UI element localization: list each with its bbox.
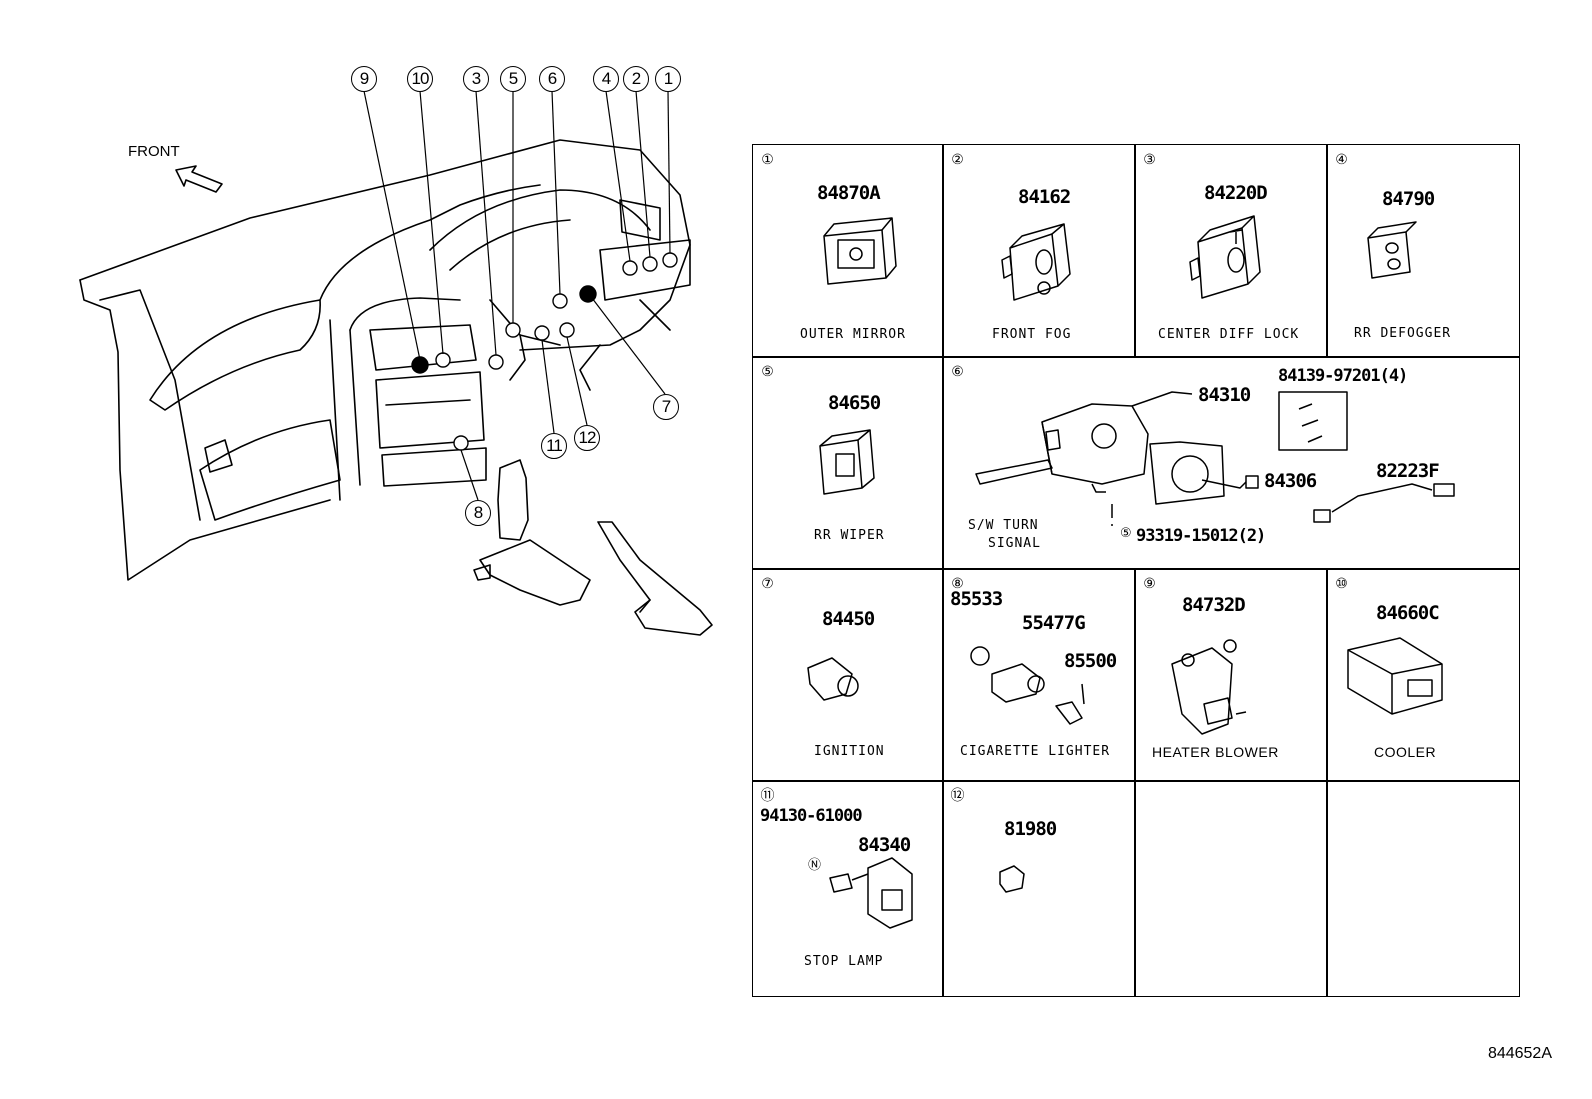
callout-9: 9 (351, 66, 377, 92)
part-number: 85533 (950, 588, 1003, 610)
cell-number-2: ② (946, 148, 968, 170)
cell-outer-mirror (752, 144, 944, 358)
cell-heater-blower (1134, 568, 1328, 782)
callout-7: 7 (653, 394, 679, 420)
part-number: 84162 (1018, 186, 1071, 208)
cell-stop-lamp (752, 780, 944, 997)
part-number: 55477G (1022, 612, 1086, 634)
part-number: 94130-61000 (760, 806, 863, 826)
caption: RR DEFOGGER (1354, 326, 1452, 341)
part-number: 84660C (1376, 602, 1440, 624)
part-number: 81980 (1004, 818, 1057, 840)
cell-number-4: ④ (1330, 148, 1352, 170)
caption: COOLER (1374, 744, 1437, 760)
front-fog-switch-icon (1001, 223, 1071, 301)
marker-n: Ⓝ (808, 858, 822, 873)
parts-illustrations (807, 215, 1455, 929)
cell-cigarette-lighter (942, 568, 1136, 782)
rr-defogger-switch-icon (1367, 221, 1417, 279)
cell-number-8: ⑧ (946, 572, 968, 594)
part-number: 84870A (817, 182, 881, 204)
cell-rr-defogger (1326, 144, 1520, 358)
cell-turn-signal (942, 356, 1520, 570)
caption: HEATER BLOWER (1152, 744, 1279, 760)
marker-5: ⑤ (1120, 526, 1132, 541)
part-number: 84306 (1264, 470, 1317, 492)
outer-mirror-switch-icon (823, 217, 897, 285)
cooler-switch-icon (1347, 637, 1443, 715)
cigarette-lighter-icon (970, 646, 1085, 725)
part-number: 84220D (1204, 182, 1268, 204)
cell-front-fog (942, 144, 1136, 358)
caption: SIGNAL (988, 536, 1041, 551)
caption: S/W TURN (968, 518, 1039, 533)
cell-number-10: ⑩ (1330, 572, 1352, 594)
cell-number-1: ① (756, 148, 778, 170)
cell-empty-a (1134, 780, 1328, 997)
callout-4: 4 (593, 66, 619, 92)
cell-number-11: ⑪ (756, 784, 778, 806)
front-arrow-icon (175, 165, 223, 193)
stop-lamp-switch-icon (829, 857, 913, 929)
heater-blower-switch-icon (1171, 639, 1247, 735)
part-number: 82223F (1376, 460, 1440, 482)
part-number: 84650 (828, 392, 881, 414)
cell-center-diff-lock (1134, 144, 1328, 358)
part-number: 84790 (1382, 188, 1435, 210)
parts-grid: ① ② ③ ④ ⑤ ⑥ ⑦ ⑧ ⑨ ⑩ ⑪ ⑫ 84870A 84162 842… (752, 144, 1520, 997)
caption: STOP LAMP (804, 954, 884, 969)
part-number: 84310 (1198, 384, 1251, 406)
callout-11: 11 (541, 433, 567, 459)
part-number: 84450 (822, 608, 875, 630)
callout-5: 5 (500, 66, 526, 92)
part-81980-icon (999, 865, 1025, 893)
callout-10: 10 (407, 66, 433, 92)
center-diff-lock-switch-icon (1189, 215, 1261, 299)
callout-12: 12 (574, 425, 600, 451)
rr-wiper-switch-icon (819, 429, 875, 495)
cell-cooler (1326, 568, 1520, 782)
cell-number-6: ⑥ (946, 360, 968, 382)
callout-2: 2 (623, 66, 649, 92)
cell-number-5: ⑤ (756, 360, 778, 382)
caption: RR WIPER (814, 528, 885, 543)
callout-3: 3 (463, 66, 489, 92)
callout-6: 6 (539, 66, 565, 92)
part-number: 84732D (1182, 594, 1246, 616)
caption: IGNITION (814, 744, 885, 759)
diagram-code: 844652A (1487, 1045, 1552, 1062)
cell-number-9: ⑨ (1138, 572, 1160, 594)
caption: CIGARETTE LIGHTER (960, 744, 1111, 759)
caption: OUTER MIRROR (800, 327, 906, 342)
cell-number-12: ⑫ (946, 784, 968, 806)
part-number: 84340 (858, 834, 911, 856)
part-number: 85500 (1064, 650, 1117, 672)
callout-8: 8 (465, 500, 491, 526)
caption: FRONT FOG (992, 327, 1072, 342)
cell-number-3: ③ (1138, 148, 1160, 170)
caption: CENTER DIFF LOCK (1158, 327, 1300, 342)
callout-1: 1 (655, 66, 681, 92)
part-number: 93319-15012(2) (1136, 526, 1266, 546)
cell-number-7: ⑦ (756, 572, 778, 594)
part-number: 84139-97201(4) (1278, 366, 1408, 386)
cell-ignition (752, 568, 944, 782)
front-label: FRONT (128, 143, 180, 160)
cell-12 (942, 780, 1136, 997)
cell-empty-b (1326, 780, 1520, 997)
combination-switch-icon (975, 391, 1455, 526)
ignition-switch-icon (807, 657, 859, 701)
cell-rr-wiper (752, 356, 944, 570)
